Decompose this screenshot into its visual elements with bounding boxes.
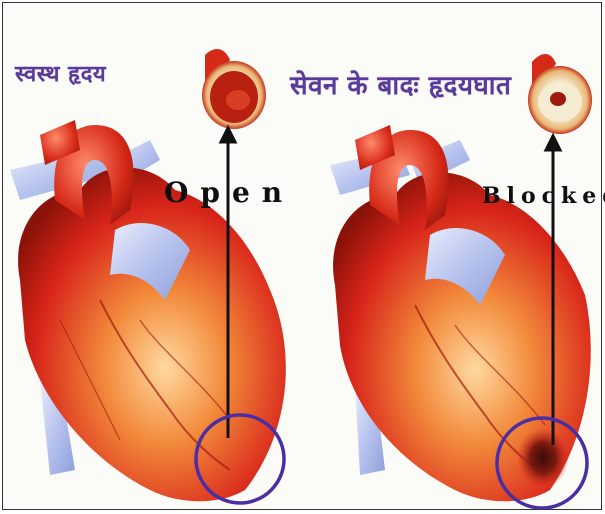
open-label: Open (164, 176, 294, 209)
blocked-label: Blocked (482, 183, 605, 209)
blocked-artery-cross-section (528, 54, 592, 134)
healthy-heart-label: स्वस्थ हृदय (15, 58, 106, 88)
open-artery-cross-section (202, 49, 266, 129)
after-consumption-label: सेवन के बादः हृदयघात (290, 66, 511, 102)
